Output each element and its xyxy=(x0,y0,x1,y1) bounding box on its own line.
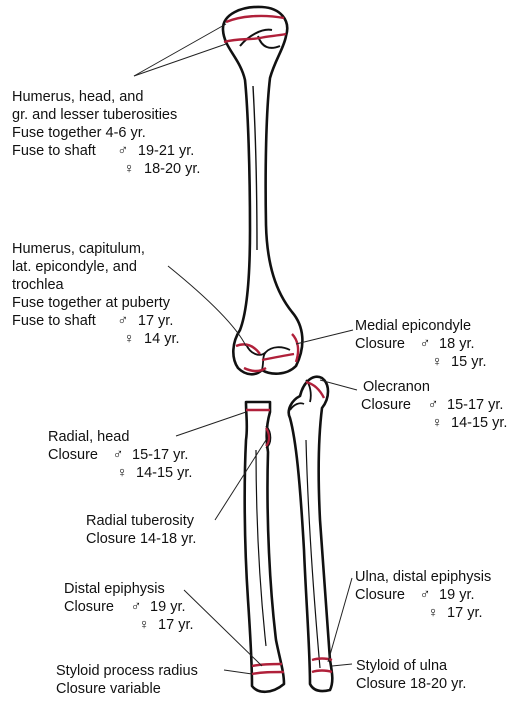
female-symbol-icon: ♀ xyxy=(118,330,140,348)
female-value: 18-20 yr. xyxy=(144,161,200,177)
female-symbol-icon: ♀ xyxy=(134,616,154,634)
male-symbol-icon: ♂ xyxy=(112,312,134,330)
label-olecranon: Olecranon Closure ♂ 15-17 yr. ♀ 14-15 yr… xyxy=(361,378,507,432)
label-text: Closure xyxy=(355,587,405,603)
humerus-shaft-line xyxy=(253,86,257,250)
humerus-bone xyxy=(223,7,302,374)
label-line: Humerus, head, and xyxy=(12,88,200,106)
leader-styloid-radius xyxy=(224,670,252,674)
label-ulna-distal-epiphysis: Ulna, distal epiphysis Closure ♂ 19 yr. … xyxy=(355,568,491,622)
label-line: Radial tuberosity xyxy=(86,512,196,530)
label-text: Fuse to shaft xyxy=(12,143,96,159)
label-line: trochlea xyxy=(12,276,180,294)
female-symbol-icon: ♀ xyxy=(427,353,447,371)
male-value: 19 yr. xyxy=(150,599,185,615)
male-value: 18 yr. xyxy=(439,336,474,352)
label-humerus-capitulum: Humerus, capitulum, lat. epicondyle, and… xyxy=(12,240,180,348)
female-symbol-icon: ♀ xyxy=(427,414,447,432)
label-radial-tuberosity: Radial tuberosity Closure 14-18 yr. xyxy=(86,512,196,548)
male-value: 15-17 yr. xyxy=(132,447,188,463)
female-symbol-icon: ♀ xyxy=(112,464,132,482)
label-line: gr. and lesser tuberosities xyxy=(12,106,200,124)
label-line: Styloid process radius xyxy=(56,662,198,680)
label-line: Medial epicondyle xyxy=(355,317,487,335)
label-styloid-radius: Styloid process radius Closure variable xyxy=(56,662,198,698)
label-text: Closure xyxy=(355,336,405,352)
label-medial-epicondyle: Medial epicondyle Closure ♂ 18 yr. ♀ 15 … xyxy=(355,317,487,371)
label-line: Fuse together 4-6 yr. xyxy=(12,124,200,142)
label-line: lat. epicondyle, and xyxy=(12,258,180,276)
humerus-distal-growth-plate xyxy=(236,334,298,371)
label-line: Radial, head xyxy=(48,428,192,446)
label-line: Humerus, capitulum, xyxy=(12,240,180,258)
humerus-head-growth-plate xyxy=(224,16,286,42)
female-symbol-icon: ♀ xyxy=(423,604,443,622)
female-value: 14 yr. xyxy=(144,331,179,347)
label-line: Distal epiphysis xyxy=(64,580,194,598)
male-symbol-icon: ♂ xyxy=(415,586,435,604)
label-line: Styloid of ulna xyxy=(356,657,466,675)
leader-humerus-capitulum xyxy=(168,266,246,346)
label-line: Closure variable xyxy=(56,680,198,698)
leader-ulna-distal xyxy=(328,578,352,662)
label-line: Closure 18-20 yr. xyxy=(356,675,466,693)
leader-olecranon xyxy=(320,380,357,390)
male-value: 17 yr. xyxy=(138,313,173,329)
female-value: 17 yr. xyxy=(447,605,482,621)
male-symbol-icon: ♂ xyxy=(112,142,134,160)
female-value: 14-15 yr. xyxy=(451,415,507,431)
radius-shaft-line xyxy=(256,450,266,646)
leader-medial-epicondyle xyxy=(296,330,353,344)
label-line: Olecranon xyxy=(361,378,507,396)
label-line: Ulna, distal epiphysis xyxy=(355,568,491,586)
label-text: Closure xyxy=(48,447,98,463)
radius-distal-growth-plate xyxy=(252,664,284,674)
leader-radial-tuberosity xyxy=(215,440,266,520)
male-value: 19 yr. xyxy=(439,587,474,603)
label-humerus-head: Humerus, head, and gr. and lesser tubero… xyxy=(12,88,200,178)
male-symbol-icon: ♂ xyxy=(415,335,435,353)
male-symbol-icon: ♂ xyxy=(423,396,443,414)
leader-humerus-head-2 xyxy=(134,44,226,76)
female-value: 14-15 yr. xyxy=(136,465,192,481)
label-line: Closure 14-18 yr. xyxy=(86,530,196,548)
male-value: 19-21 yr. xyxy=(138,143,194,159)
female-value: 15 yr. xyxy=(451,354,486,370)
female-symbol-icon: ♀ xyxy=(118,160,140,178)
label-text: Closure xyxy=(361,397,411,413)
female-value: 17 yr. xyxy=(158,617,193,633)
male-value: 15-17 yr. xyxy=(447,397,503,413)
leader-humerus-head-1 xyxy=(134,24,226,76)
label-radial-head: Radial, head Closure ♂ 15-17 yr. ♀ 14-15… xyxy=(48,428,192,482)
label-distal-epiphysis: Distal epiphysis Closure ♂ 19 yr. ♀ 17 y… xyxy=(64,580,194,634)
radius-bone xyxy=(245,402,284,692)
leader-styloid-ulna xyxy=(332,664,352,666)
label-text: Closure xyxy=(64,599,114,615)
label-line: Fuse together at puberty xyxy=(12,294,180,312)
male-symbol-icon: ♂ xyxy=(126,598,146,616)
male-symbol-icon: ♂ xyxy=(108,446,128,464)
label-styloid-ulna: Styloid of ulna Closure 18-20 yr. xyxy=(356,657,466,693)
label-text: Fuse to shaft xyxy=(12,313,96,329)
